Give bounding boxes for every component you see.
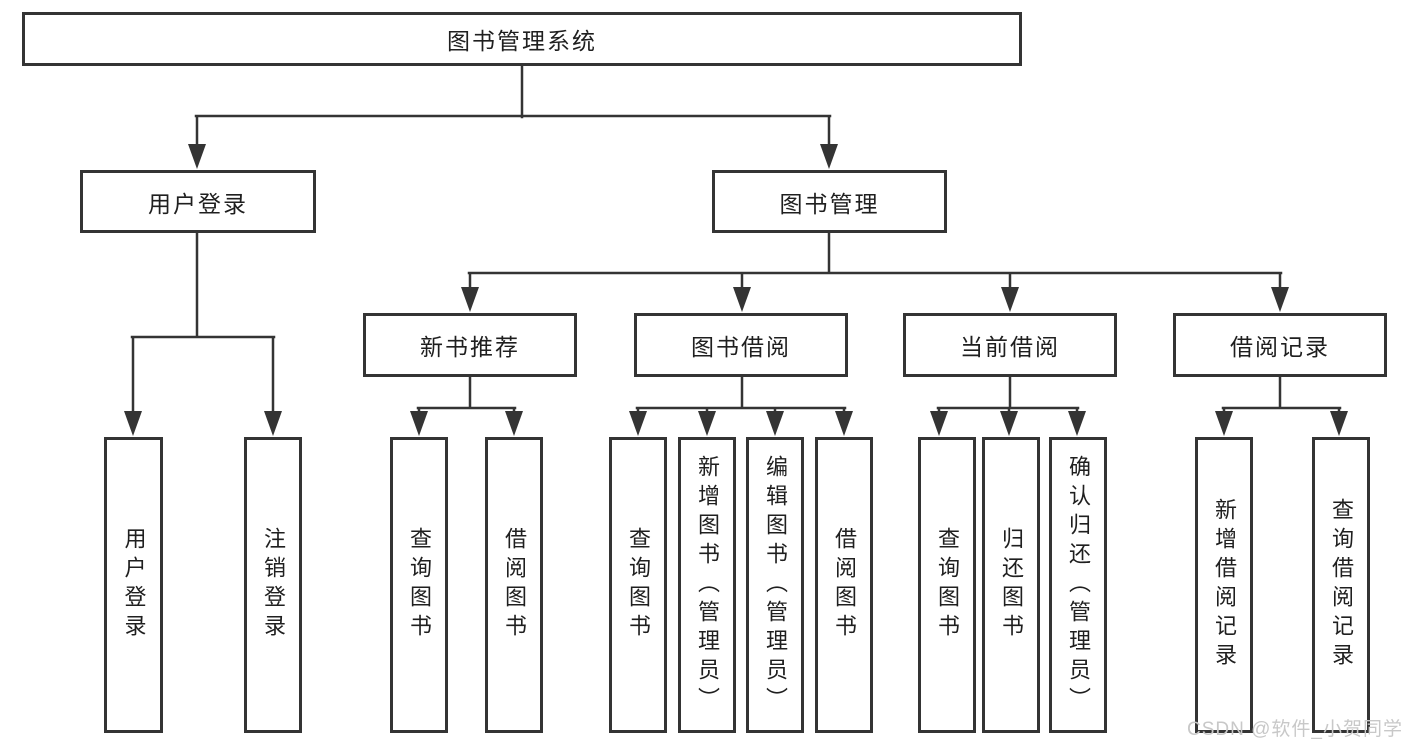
node-new-book-recommend: 新书推荐: [363, 313, 577, 377]
leaf-query-book-borrow: 查询图书: [609, 437, 667, 733]
leaf-query-book-recommend: 查询图书: [390, 437, 448, 733]
arrow-down-icon: [698, 411, 716, 436]
arrow-down-icon: [410, 411, 428, 436]
arrow-down-icon: [835, 411, 853, 436]
arrow-down-icon: [1215, 411, 1233, 436]
arrow-down-icon: [461, 287, 479, 312]
arrow-down-icon: [1068, 411, 1086, 436]
leaf-logout: 注销登录: [244, 437, 302, 733]
leaf-confirm-return-admin: 确认归还（管理员）: [1049, 437, 1107, 733]
node-root-system: 图书管理系统: [22, 12, 1022, 66]
arrow-down-icon: [1271, 287, 1289, 312]
leaf-query-book-current: 查询图书: [918, 437, 976, 733]
leaf-borrow-book: 借阅图书: [815, 437, 873, 733]
arrow-down-icon: [124, 411, 142, 436]
leaf-add-borrow-record: 新增借阅记录: [1195, 437, 1253, 733]
arrow-down-icon: [930, 411, 948, 436]
arrow-down-icon: [766, 411, 784, 436]
leaf-query-borrow-record: 查询借阅记录: [1312, 437, 1370, 733]
node-current-borrow: 当前借阅: [903, 313, 1117, 377]
arrow-down-icon: [1001, 287, 1019, 312]
arrow-down-icon: [733, 287, 751, 312]
leaf-user-login: 用户登录: [104, 437, 163, 733]
leaf-edit-book-admin: 编辑图书（管理员）: [746, 437, 804, 733]
arrowheads: [124, 144, 1348, 436]
arrow-down-icon: [264, 411, 282, 436]
arrow-down-icon: [1330, 411, 1348, 436]
node-borrow-records: 借阅记录: [1173, 313, 1387, 377]
arrow-down-icon: [820, 144, 838, 169]
node-book-management: 图书管理: [712, 170, 947, 233]
arrow-down-icon: [1000, 411, 1018, 436]
leaf-return-book: 归还图书: [982, 437, 1040, 733]
arrow-down-icon: [629, 411, 647, 436]
node-book-borrow: 图书借阅: [634, 313, 848, 377]
arrow-down-icon: [188, 144, 206, 169]
leaf-add-book-admin: 新增图书（管理员）: [678, 437, 736, 733]
leaf-borrow-book-recommend: 借阅图书: [485, 437, 543, 733]
csdn-watermark: CSDN @软件_小贺同学: [1187, 719, 1403, 740]
node-user-login: 用户登录: [80, 170, 316, 233]
arrow-down-icon: [505, 411, 523, 436]
